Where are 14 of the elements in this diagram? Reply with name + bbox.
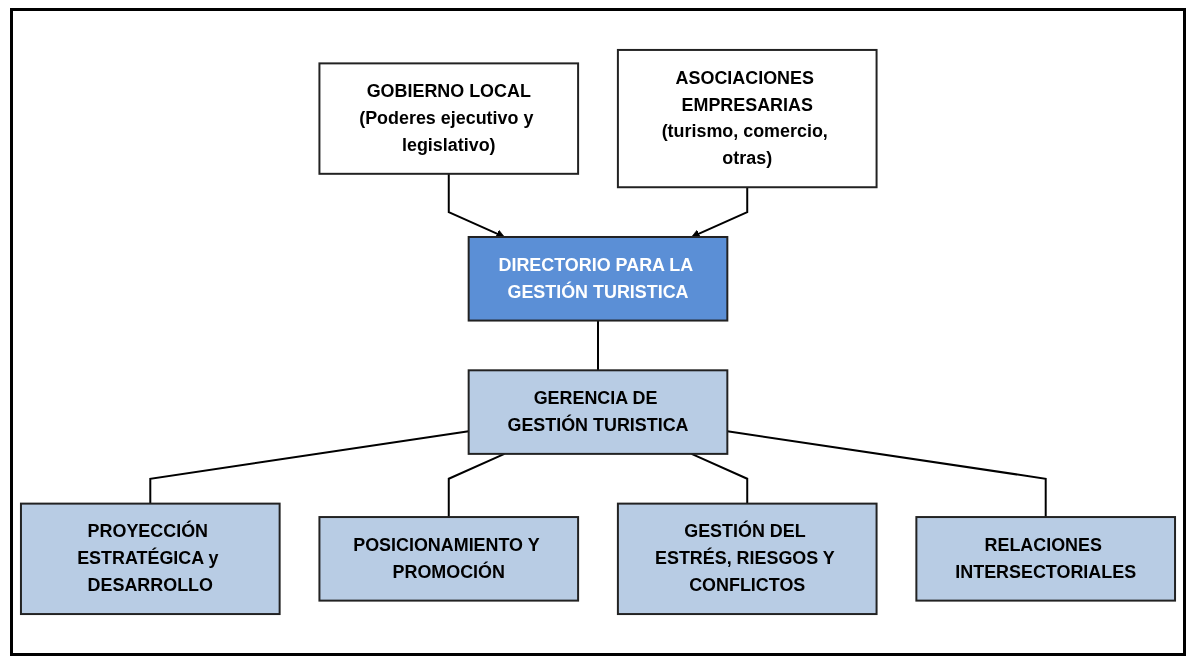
arrow	[691, 186, 749, 238]
node-box	[616, 502, 878, 616]
arrow	[447, 172, 505, 238]
node-box	[467, 236, 729, 322]
connector	[690, 452, 749, 505]
node-box	[915, 516, 1177, 602]
connector	[447, 452, 506, 519]
diagram-frame: GOBIERNO LOCAL (Poderes ejecutivo y legislativo) ASOCIACIONES EMPRESARIAS (turismo, comercio, otras) DIRECTORIO PARA LA GESTIÓN TURISTICA GERENCIA DE GESTIÓN TURISTICA PROYECCIÓN ESTRATÉGICA y DESARROLLO POSICIONAMIENTO Y PROMOCIÓN GESTIÓN DEL ESTRÉS, RIESGOS Y CONFLICTOS RELACIONES INTERSECTORIALES	[10, 8, 1186, 656]
connector	[597, 319, 599, 372]
node-box	[616, 48, 878, 189]
node-box	[467, 369, 729, 455]
node-box	[318, 516, 580, 602]
node-box	[318, 62, 580, 175]
node-box	[19, 502, 281, 616]
